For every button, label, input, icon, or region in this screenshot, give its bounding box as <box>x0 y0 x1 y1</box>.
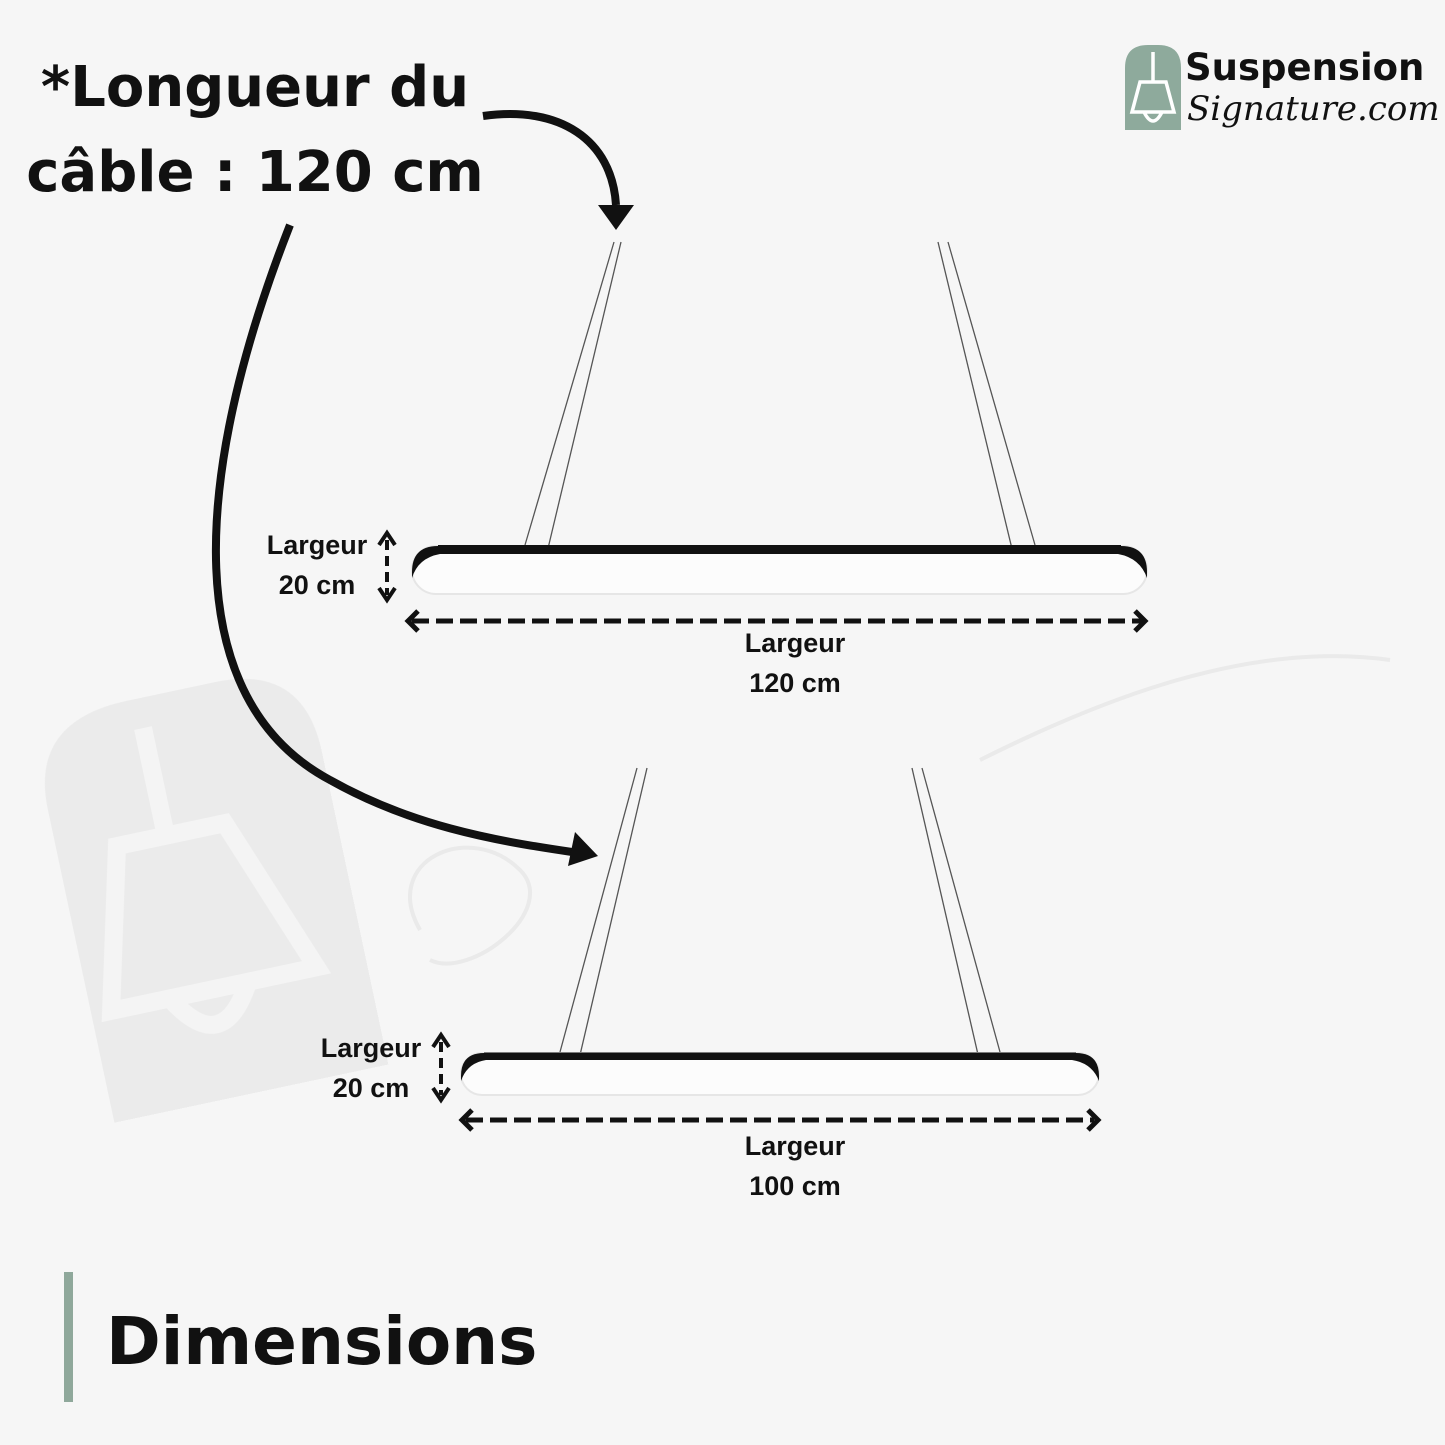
section-title: Dimensions <box>106 1303 537 1380</box>
lamp-large-height-label: Largeur <box>267 530 368 560</box>
width-dimension-arrow <box>404 609 1149 633</box>
lamp-small-width-label: Largeur <box>745 1131 846 1161</box>
logo-text-suspension: Suspension <box>1185 46 1424 89</box>
watermark-lamp-icon <box>44 678 389 1123</box>
logo-text-signature: Signature.com <box>1187 89 1440 129</box>
pointer-arrow-top <box>482 110 620 206</box>
lamp-large-width-value: 120 cm <box>749 668 841 698</box>
cable-length-note-line2: câble : 120 cm <box>26 140 484 205</box>
logo: Suspension Signature.com <box>1125 45 1440 130</box>
suspension-cables <box>524 241 1036 583</box>
lamp-small-width-value: 100 cm <box>749 1171 841 1201</box>
arrowhead-bottom <box>568 832 598 866</box>
pendant-lamp-icon <box>1125 45 1181 130</box>
section-accent-bar <box>64 1272 73 1402</box>
suspension-cables <box>559 767 1001 1086</box>
arrowhead-top <box>598 205 634 230</box>
lamp-small-height-value: 20 cm <box>333 1073 410 1103</box>
lamp-large-height-value: 20 cm <box>279 570 356 600</box>
watermark-script-swash <box>408 654 1391 966</box>
height-dimension-arrow <box>431 1031 451 1104</box>
watermark <box>44 654 1391 1123</box>
pointer-arrow-bottom <box>211 223 573 856</box>
cable-length-note-line1: *Longueur du <box>41 55 469 120</box>
lamp-large <box>411 241 1148 595</box>
height-dimension-arrow <box>377 529 397 604</box>
lamp-small-height-label: Largeur <box>321 1033 422 1063</box>
lamp-small <box>460 767 1100 1096</box>
lamp-large-width-label: Largeur <box>745 628 846 658</box>
width-dimension-arrow <box>458 1108 1102 1132</box>
